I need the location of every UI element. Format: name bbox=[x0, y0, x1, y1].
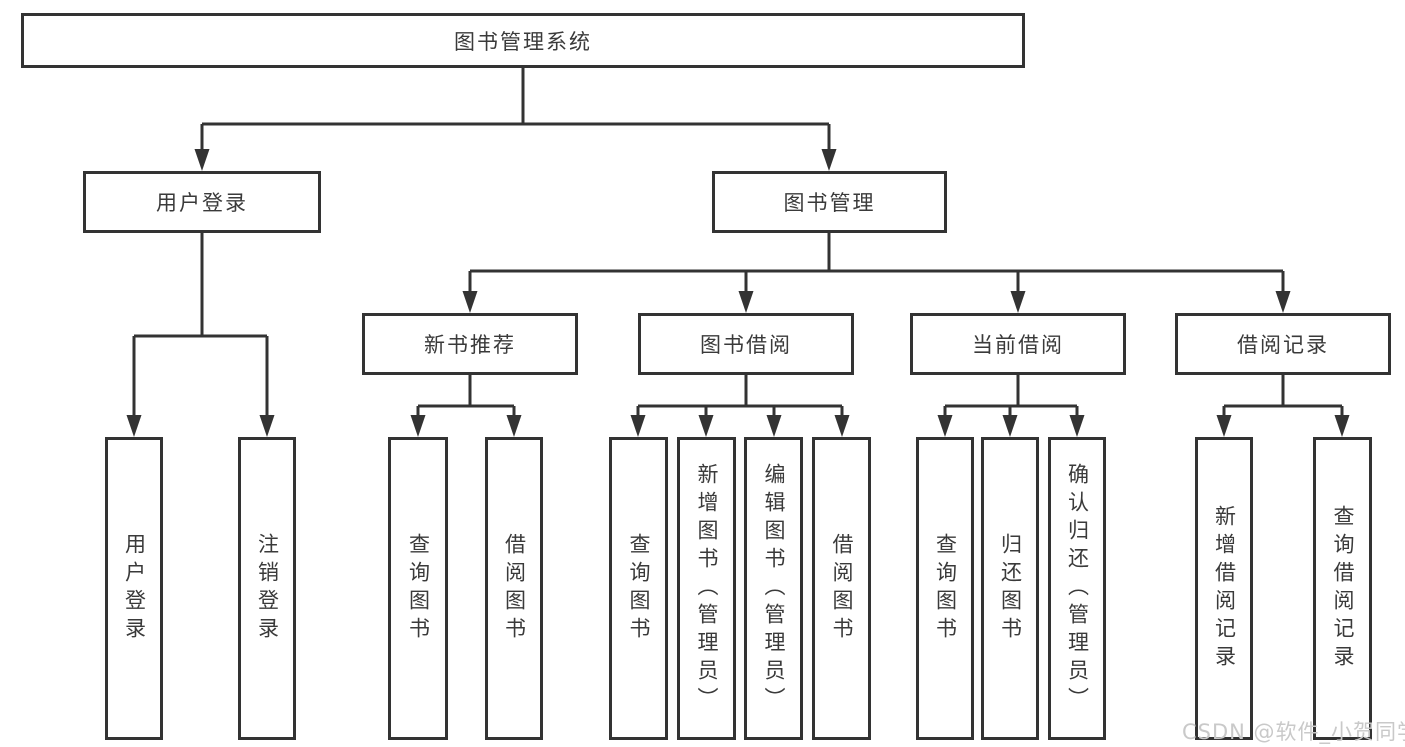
leaf-borrow-books-2-label: 借阅图书 bbox=[830, 532, 855, 645]
leaf-query-books-3: 查询图书 bbox=[916, 437, 974, 740]
connector-bookmgmt-to-level3 bbox=[468, 233, 1285, 295]
arrowhead-icon bbox=[410, 415, 426, 437]
node-root-label: 图书管理系统 bbox=[454, 29, 592, 54]
connector-bookborrow-to-leaves bbox=[636, 375, 844, 419]
leaf-borrow-books-1-label: 借阅图书 bbox=[502, 532, 527, 645]
connector-root-to-level2 bbox=[200, 68, 831, 153]
arrowhead-icon bbox=[630, 415, 646, 437]
leaf-add-borrow-record: 新增借阅记录 bbox=[1195, 437, 1253, 740]
leaf-user-login-label: 用户登录 bbox=[122, 532, 147, 645]
arrowhead-icon bbox=[937, 415, 953, 437]
node-borrowing-records-label: 借阅记录 bbox=[1237, 333, 1329, 357]
leaf-add-book-admin-label: 新增图书（管理员） bbox=[695, 462, 720, 715]
leaf-return-books-label: 归还图书 bbox=[998, 532, 1023, 645]
arrowhead-icon bbox=[194, 149, 210, 171]
node-new-book-recommend: 新书推荐 bbox=[362, 313, 578, 375]
leaf-add-book-admin: 新增图书（管理员） bbox=[677, 437, 736, 740]
arrowhead-icon bbox=[462, 291, 478, 313]
leaf-logout: 注销登录 bbox=[238, 437, 296, 740]
node-new-book-recommend-label: 新书推荐 bbox=[424, 333, 516, 357]
node-current-borrowing-label: 当前借阅 bbox=[972, 333, 1064, 357]
node-current-borrowing: 当前借阅 bbox=[910, 313, 1126, 375]
node-borrowing-records: 借阅记录 bbox=[1175, 313, 1391, 375]
leaf-edit-book-admin: 编辑图书（管理员） bbox=[744, 437, 803, 740]
arrowhead-icon bbox=[1216, 415, 1232, 437]
node-book-borrowing-label: 图书借阅 bbox=[700, 333, 792, 357]
leaf-query-borrow-record-label: 查询借阅记录 bbox=[1331, 504, 1356, 673]
arrowhead-icon bbox=[126, 415, 142, 437]
node-book-management: 图书管理 bbox=[712, 171, 947, 233]
arrowhead-icon bbox=[821, 149, 837, 171]
node-root: 图书管理系统 bbox=[21, 13, 1025, 68]
arrowhead-icon bbox=[1010, 291, 1026, 313]
node-user-login-group-label: 用户登录 bbox=[156, 191, 248, 215]
leaf-user-login: 用户登录 bbox=[105, 437, 163, 740]
node-book-borrowing: 图书借阅 bbox=[638, 313, 854, 375]
leaf-query-books-1-label: 查询图书 bbox=[406, 532, 431, 645]
arrowhead-icon bbox=[1069, 415, 1085, 437]
leaf-add-borrow-record-label: 新增借阅记录 bbox=[1212, 504, 1237, 673]
leaf-query-borrow-record: 查询借阅记录 bbox=[1313, 437, 1372, 740]
leaf-query-books-3-label: 查询图书 bbox=[933, 532, 958, 645]
arrowhead-icon bbox=[766, 415, 782, 437]
node-user-login-group: 用户登录 bbox=[83, 171, 321, 233]
leaf-query-books-2-label: 查询图书 bbox=[627, 532, 652, 645]
arrowhead-icon bbox=[834, 415, 850, 437]
arrowhead-icon bbox=[259, 415, 275, 437]
leaf-borrow-books-2: 借阅图书 bbox=[812, 437, 871, 740]
leaf-confirm-return-admin: 确认归还（管理员） bbox=[1048, 437, 1106, 740]
connector-newbookrec-to-leaves bbox=[416, 375, 516, 419]
arrowhead-icon bbox=[1275, 291, 1291, 313]
leaf-confirm-return-admin-label: 确认归还（管理员） bbox=[1065, 462, 1090, 715]
arrowhead-icon bbox=[738, 291, 754, 313]
leaf-return-books: 归还图书 bbox=[981, 437, 1039, 740]
arrowhead-icon bbox=[506, 415, 522, 437]
node-book-management-label: 图书管理 bbox=[783, 191, 876, 215]
leaf-logout-label: 注销登录 bbox=[255, 532, 280, 645]
arrowhead-icon bbox=[1334, 415, 1350, 437]
leaf-query-books-1: 查询图书 bbox=[388, 437, 448, 740]
watermark: CSDN @软件_小贺同学 bbox=[1182, 720, 1405, 744]
leaf-borrow-books-1: 借阅图书 bbox=[485, 437, 543, 740]
arrowhead-icon bbox=[1002, 415, 1018, 437]
connector-currentborrow-to-leaves bbox=[943, 375, 1079, 419]
connector-borrowrecord-to-leaves bbox=[1222, 375, 1344, 419]
leaf-query-books-2: 查询图书 bbox=[609, 437, 668, 740]
connector-userlogin-to-leaves bbox=[132, 233, 269, 419]
arrowhead-icon bbox=[698, 415, 714, 437]
leaf-edit-book-admin-label: 编辑图书（管理员） bbox=[762, 462, 787, 715]
